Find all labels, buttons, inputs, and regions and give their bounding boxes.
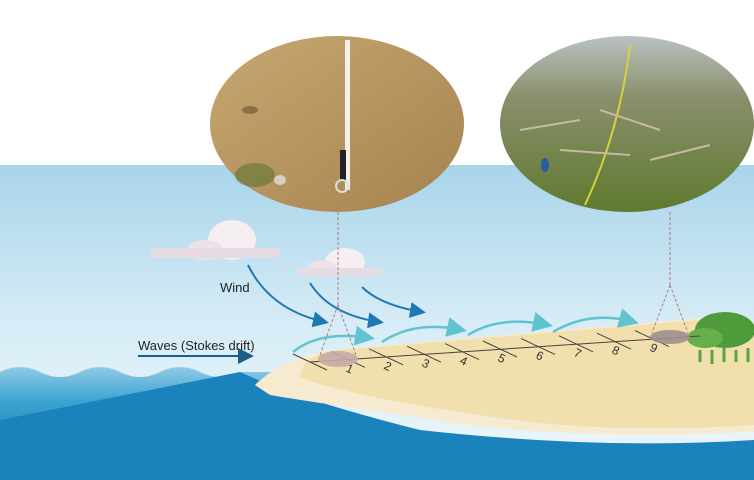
wind-arrows	[247, 264, 426, 329]
wave-arrows	[292, 308, 639, 353]
clouds	[150, 220, 382, 276]
deep-sea	[0, 372, 754, 480]
beach-sand	[300, 320, 754, 429]
transect-tick	[558, 335, 594, 353]
cloud-icon	[150, 220, 280, 260]
transect-tick	[482, 340, 518, 358]
transect	[292, 330, 701, 371]
vegetation	[687, 312, 754, 364]
transect-tick	[444, 343, 480, 361]
transect-tick	[520, 337, 556, 355]
wind-label: Wind	[220, 280, 250, 295]
transect-tick	[368, 348, 404, 366]
sample-spot-1	[318, 351, 358, 367]
photo-sandy-beach	[210, 36, 464, 212]
transect-tick	[406, 345, 442, 363]
sample-spot-2	[650, 330, 690, 344]
cloud-icon	[298, 248, 382, 276]
photo-vegetated-beach	[500, 36, 754, 212]
transect-tick	[292, 353, 328, 371]
transect-tick	[596, 332, 632, 350]
waves-label: Waves (Stokes drift)	[138, 338, 255, 353]
callout-lines	[319, 212, 689, 356]
